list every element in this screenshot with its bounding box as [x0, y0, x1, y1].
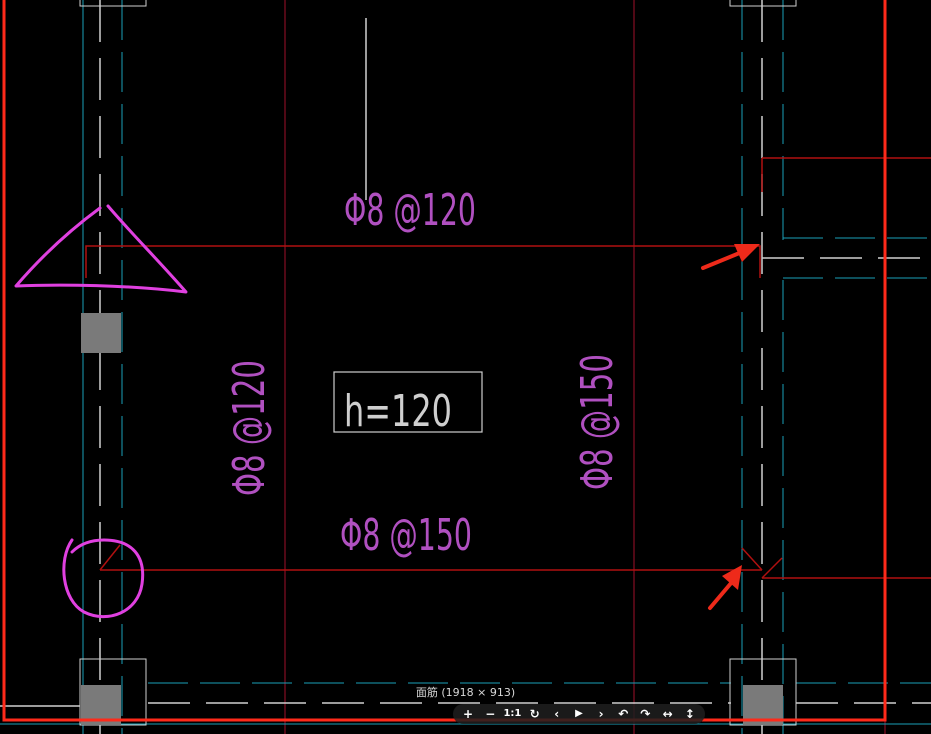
column-bottom-right-core — [743, 685, 783, 725]
image-caption: 面筋 (1918 × 913) — [415, 686, 516, 699]
rebar-label-right: Φ8 @150 — [572, 354, 623, 490]
rebar-label-left: Φ8 @120 — [224, 360, 275, 496]
annotation-circle — [62, 538, 145, 619]
redo-icon[interactable]: ↷ — [640, 707, 651, 721]
zoom-in-button[interactable]: + — [463, 707, 474, 721]
next-icon[interactable]: › — [598, 707, 604, 721]
prev-icon[interactable]: ‹ — [554, 707, 560, 721]
fit-height-icon[interactable]: ↕ — [684, 707, 695, 721]
rebar-lines — [85, 157, 931, 579]
column-left-mid — [81, 313, 121, 353]
rotate-icon[interactable]: ↻ — [529, 707, 540, 721]
thickness-box — [333, 371, 483, 433]
actual-size-button[interactable]: 1:1 — [503, 708, 522, 719]
zoom-out-button[interactable]: − — [485, 707, 496, 721]
column-top-left — [79, 0, 147, 7]
arrow-upper — [701, 244, 760, 270]
columns — [79, 0, 797, 726]
play-icon[interactable]: ▶ — [575, 708, 583, 719]
rebar-label-bottom: Φ8 @150 — [340, 510, 472, 561]
fit-width-icon[interactable]: ↔ — [662, 707, 673, 721]
annotation-triangle — [14, 204, 188, 294]
rebar-label-top: Φ8 @120 — [344, 185, 476, 236]
column-top-right — [729, 0, 797, 7]
drawing-border — [2, 0, 887, 722]
undo-icon[interactable]: ↶ — [618, 707, 629, 721]
arrow-lower — [708, 565, 742, 610]
column-bottom-left-core — [81, 685, 121, 725]
viewer-toolbar: + − 1:1 ↻ ‹ ▶ › ↶ ↷ ↔ ↕ — [453, 704, 705, 724]
slab-thickness-label: h=120 — [344, 386, 452, 437]
